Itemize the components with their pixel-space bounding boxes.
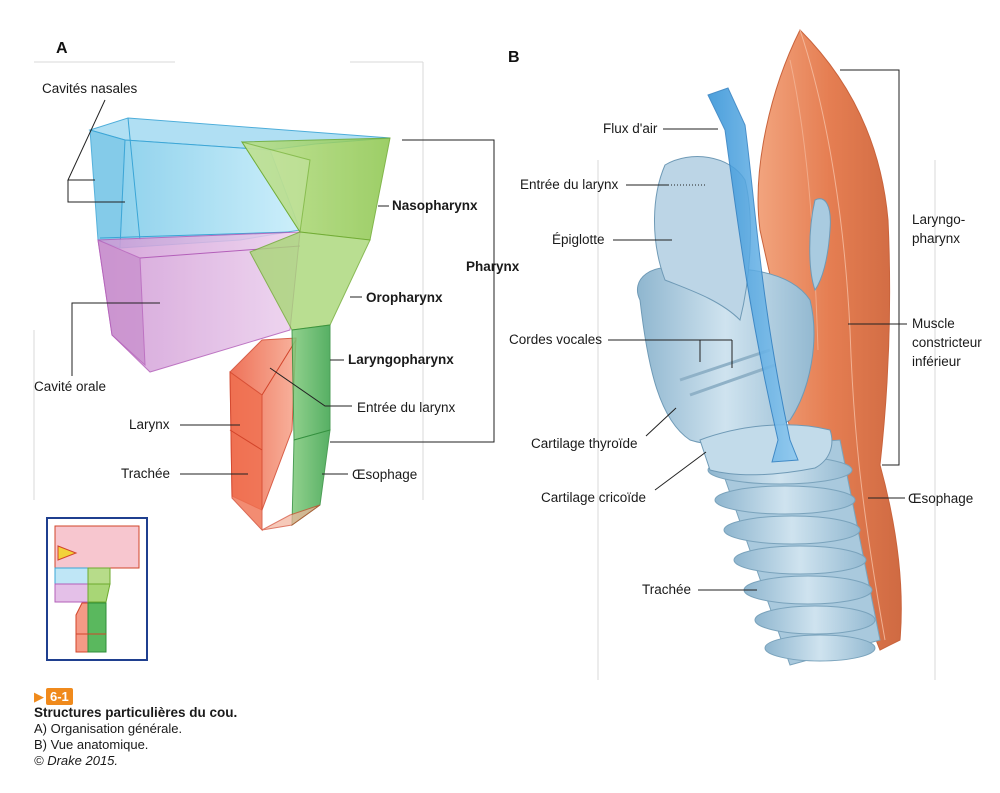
label-trachea-a: Trachée — [121, 466, 170, 481]
vocal-cords — [679, 348, 776, 397]
caption-number-row: ▶6-1 — [34, 688, 454, 705]
label-laryngopharynx-b-1: Laryngo- — [912, 212, 965, 227]
label-larynx-a: Larynx — [129, 417, 170, 432]
label-nasal-cavities: Cavités nasales — [42, 81, 138, 96]
anatomical-view — [637, 29, 902, 666]
caption-line-a: A) Organisation générale. — [34, 721, 183, 736]
schematic-pharynx — [88, 117, 391, 532]
label-nasopharynx: Nasopharynx — [392, 198, 478, 213]
caption-arrow-icon: ▶ — [34, 689, 44, 704]
figure-caption: ▶6-1 Structures particulières du cou. A)… — [34, 688, 454, 769]
caption-title: Structures particulières du cou. — [34, 705, 238, 720]
label-trachea-b: Trachée — [642, 582, 691, 597]
label-cricoid-cartilage: Cartilage cricoïde — [541, 490, 646, 505]
label-muscle-3: inférieur — [912, 354, 961, 369]
frame-lines — [33, 61, 936, 680]
airflow-arrow — [707, 87, 799, 463]
label-epiglottis: Épiglotte — [552, 232, 605, 247]
label-laryngopharynx: Laryngopharynx — [348, 352, 454, 367]
laryngopharynx-block — [291, 324, 331, 441]
label-muscle-2: constricteur — [912, 335, 982, 350]
inset-orientation-diagram — [46, 517, 148, 661]
label-entree-larynx-a: Entrée du larynx — [357, 400, 456, 415]
caption-line-b: B) Vue anatomique. — [34, 737, 149, 752]
label-oral-cavity: Cavité orale — [34, 379, 106, 394]
label-vocal-cords: Cordes vocales — [509, 332, 602, 347]
figure-number-badge: 6-1 — [46, 688, 73, 705]
label-esophagus-a: Œsophage — [352, 467, 417, 482]
label-pharynx: Pharynx — [466, 259, 520, 274]
label-entree-larynx-b: Entrée du larynx — [520, 177, 619, 192]
caption-credit: © Drake 2015. — [34, 753, 119, 768]
panel-label-a: A — [56, 40, 68, 57]
label-oropharynx: Oropharynx — [366, 290, 443, 305]
label-muscle-1: Muscle — [912, 316, 955, 331]
label-airflow: Flux d'air — [603, 121, 658, 136]
panel-label-b: B — [508, 49, 520, 66]
cricoid-cartilage — [699, 424, 833, 476]
label-laryngopharynx-b-2: pharynx — [912, 231, 960, 246]
label-thyroid-cartilage: Cartilage thyroïde — [531, 436, 638, 451]
label-esophagus-b: Œsophage — [908, 491, 973, 506]
nasal-cavity-front — [89, 129, 126, 249]
